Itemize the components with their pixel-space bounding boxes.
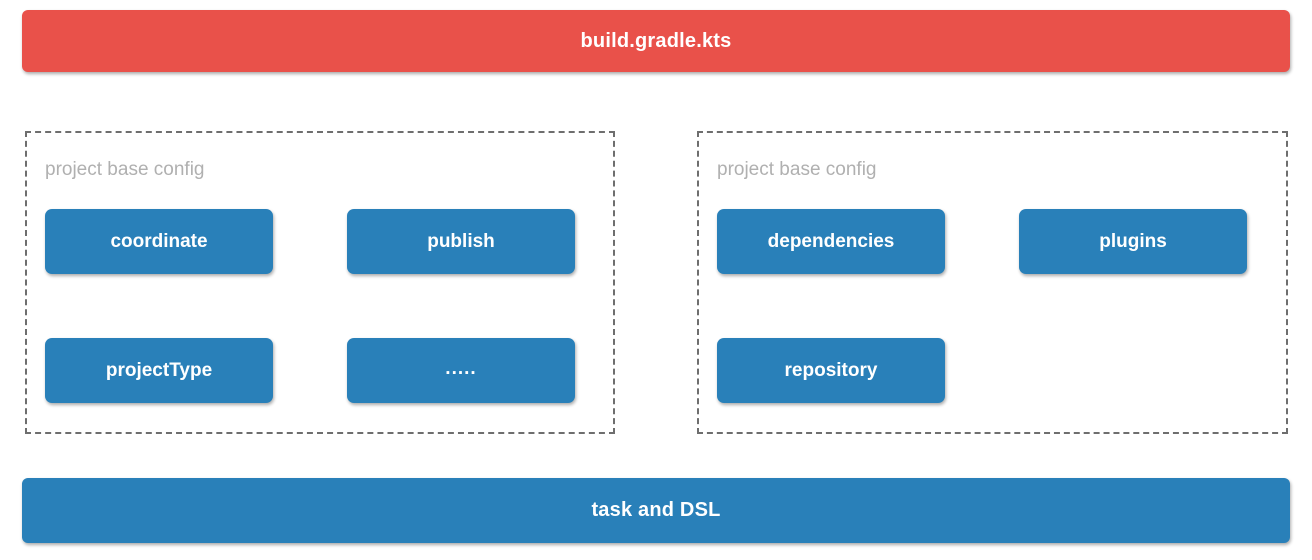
item-box-dependencies[interactable]: dependencies <box>717 209 945 274</box>
item-box-label: repository <box>784 359 878 381</box>
item-box-label: coordinate <box>110 230 208 252</box>
group-label-left: project base config <box>45 159 205 180</box>
header-banner-label: build.gradle.kts <box>580 29 732 52</box>
item-box-label: plugins <box>1099 230 1167 252</box>
footer-banner-task-and-dsl: task and DSL <box>22 478 1290 543</box>
item-box-publish[interactable]: publish <box>347 209 575 274</box>
footer-banner-label: task and DSL <box>591 499 721 521</box>
group-container-left: project base config coordinate publish p… <box>25 131 615 434</box>
item-box-projecttype[interactable]: projectType <box>45 338 273 403</box>
item-box-label: dependencies <box>767 230 895 252</box>
group-container-right: project base config dependencies plugins… <box>697 131 1288 434</box>
item-box-label: ..... <box>445 358 477 379</box>
item-box-label: projectType <box>105 359 213 381</box>
header-banner-build-gradle-kts: build.gradle.kts <box>22 10 1290 72</box>
item-box-ellipsis[interactable]: ..... <box>347 338 575 403</box>
group-label-right: project base config <box>717 159 877 180</box>
item-box-repository[interactable]: repository <box>717 338 945 403</box>
item-box-label: publish <box>427 230 495 252</box>
item-box-coordinate[interactable]: coordinate <box>45 209 273 274</box>
item-box-plugins[interactable]: plugins <box>1019 209 1247 274</box>
